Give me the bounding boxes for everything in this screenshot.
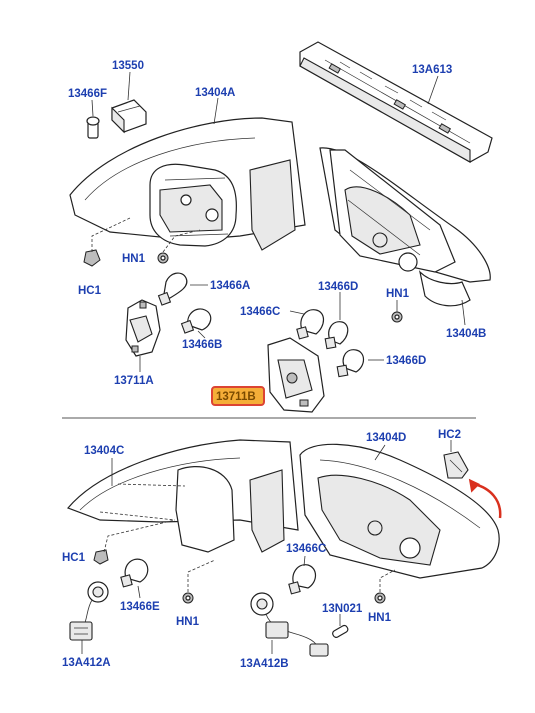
label-hn1-d: HN1 [368,612,392,624]
part-hn1-nut-b [391,311,403,323]
label-hc2: HC2 [438,429,461,441]
label-13711b: 13711B [216,391,256,403]
part-hc1-bottom-clip [93,549,109,565]
label-13404a: 13404A [195,87,235,99]
leader-13404d [374,444,386,461]
part-13404b-lamp-housing [319,147,491,307]
leader-hn1-d [379,569,396,592]
leader-hn1-a [162,229,201,253]
label-13a412a: 13A412A [62,657,111,669]
part-13711a-bulb-carrier [125,299,161,357]
label-13404c: 13404C [84,445,124,457]
label-13466a: 13466A [210,280,250,292]
label-13n021: 13N021 [322,603,363,615]
label-13466e: 13466E [120,601,160,613]
part-13a613-panel [299,41,493,163]
label-13711a: 13711A [114,375,154,387]
part-13550-module [111,99,147,134]
label-hn1-b: HN1 [386,288,410,300]
label-13466c-b: 13466C [286,543,326,555]
part-13404c-lamp-housing [66,439,299,553]
leader-13466b [197,330,206,339]
leader-13466e [137,585,141,599]
part-13404a-lamp-housing [69,117,306,251]
leader-13a613 [427,75,439,105]
part-13n021-bulb [332,624,349,638]
part-13466c-bulb-a [296,309,325,340]
leader-13550 [127,71,131,101]
label-13466d-b: 13466D [386,355,426,367]
leader-13466c-a [289,310,305,315]
leader-13466c-b [303,555,306,567]
part-hc2-clip [443,451,469,479]
part-13466f-bulb [86,116,100,139]
leader-hc1-bottom [103,519,176,553]
highlight-13711b [211,386,265,406]
part-13466c-bulb-b [288,564,317,595]
label-hc1-b: HC1 [62,552,86,564]
part-13404d-lamp-housing [299,443,500,579]
part-hc1-top-clip [83,249,101,267]
part-13466b-bulb [180,308,212,334]
label-13466f: 13466F [68,88,107,100]
part-13466d-bulb-a [324,321,349,350]
label-13404b: 13404B [446,328,486,340]
leader-hc1-top [91,217,131,252]
leader-13466f [91,99,94,117]
label-13a412b: 13A412B [240,658,289,670]
leader-13404a [213,97,219,125]
label-13550: 13550 [112,60,144,72]
leader-hn1-c [187,559,216,592]
part-13711b-bulb-carrier [267,337,325,413]
label-hc1-a: HC1 [78,285,102,297]
part-13466a-bulb [157,272,188,306]
label-13a613: 13A613 [412,64,452,76]
label-13466b: 13466B [182,339,222,351]
part-13a412a-socket-harness [69,581,109,641]
label-hn1-a: HN1 [122,253,146,265]
part-13a412b-socket-harness [250,592,329,657]
leader-13404b [461,299,466,326]
part-hn1-nut-c [182,592,194,604]
part-13466e-bulb [120,558,149,588]
part-13466d-bulb-b [336,349,365,378]
label-13466d-a: 13466D [318,281,358,293]
red-arrow-icon [468,478,502,519]
part-hn1-nut-d [374,592,386,604]
label-13404d: 13404D [366,432,406,444]
label-13466c-a: 13466C [240,306,280,318]
label-hn1-c: HN1 [176,616,200,628]
part-hn1-nut-a [157,252,169,264]
